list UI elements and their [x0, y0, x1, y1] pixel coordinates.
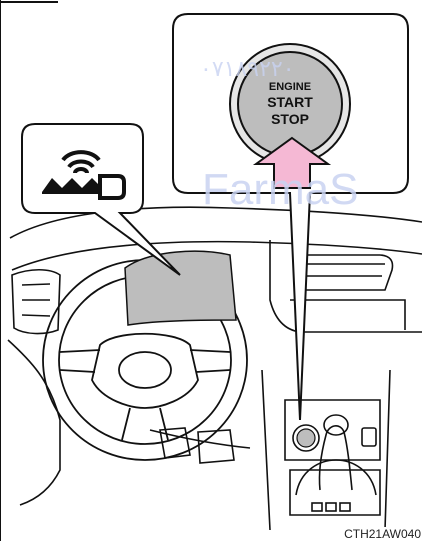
- smart-key-callout: [22, 124, 180, 275]
- figure-caption: CTH21AW040: [343, 527, 422, 541]
- button-label-stop: STOP: [271, 111, 309, 127]
- watermark-text: FarmaS: [202, 165, 358, 214]
- center-console: [262, 370, 390, 530]
- button-label-engine: ENGINE: [269, 81, 311, 93]
- watermark-digits: ٠٧١٨٩٢٢٠: [200, 57, 295, 82]
- console-start-button: [293, 425, 319, 451]
- meter-cluster: [125, 251, 236, 325]
- button-label-start: START: [267, 94, 313, 110]
